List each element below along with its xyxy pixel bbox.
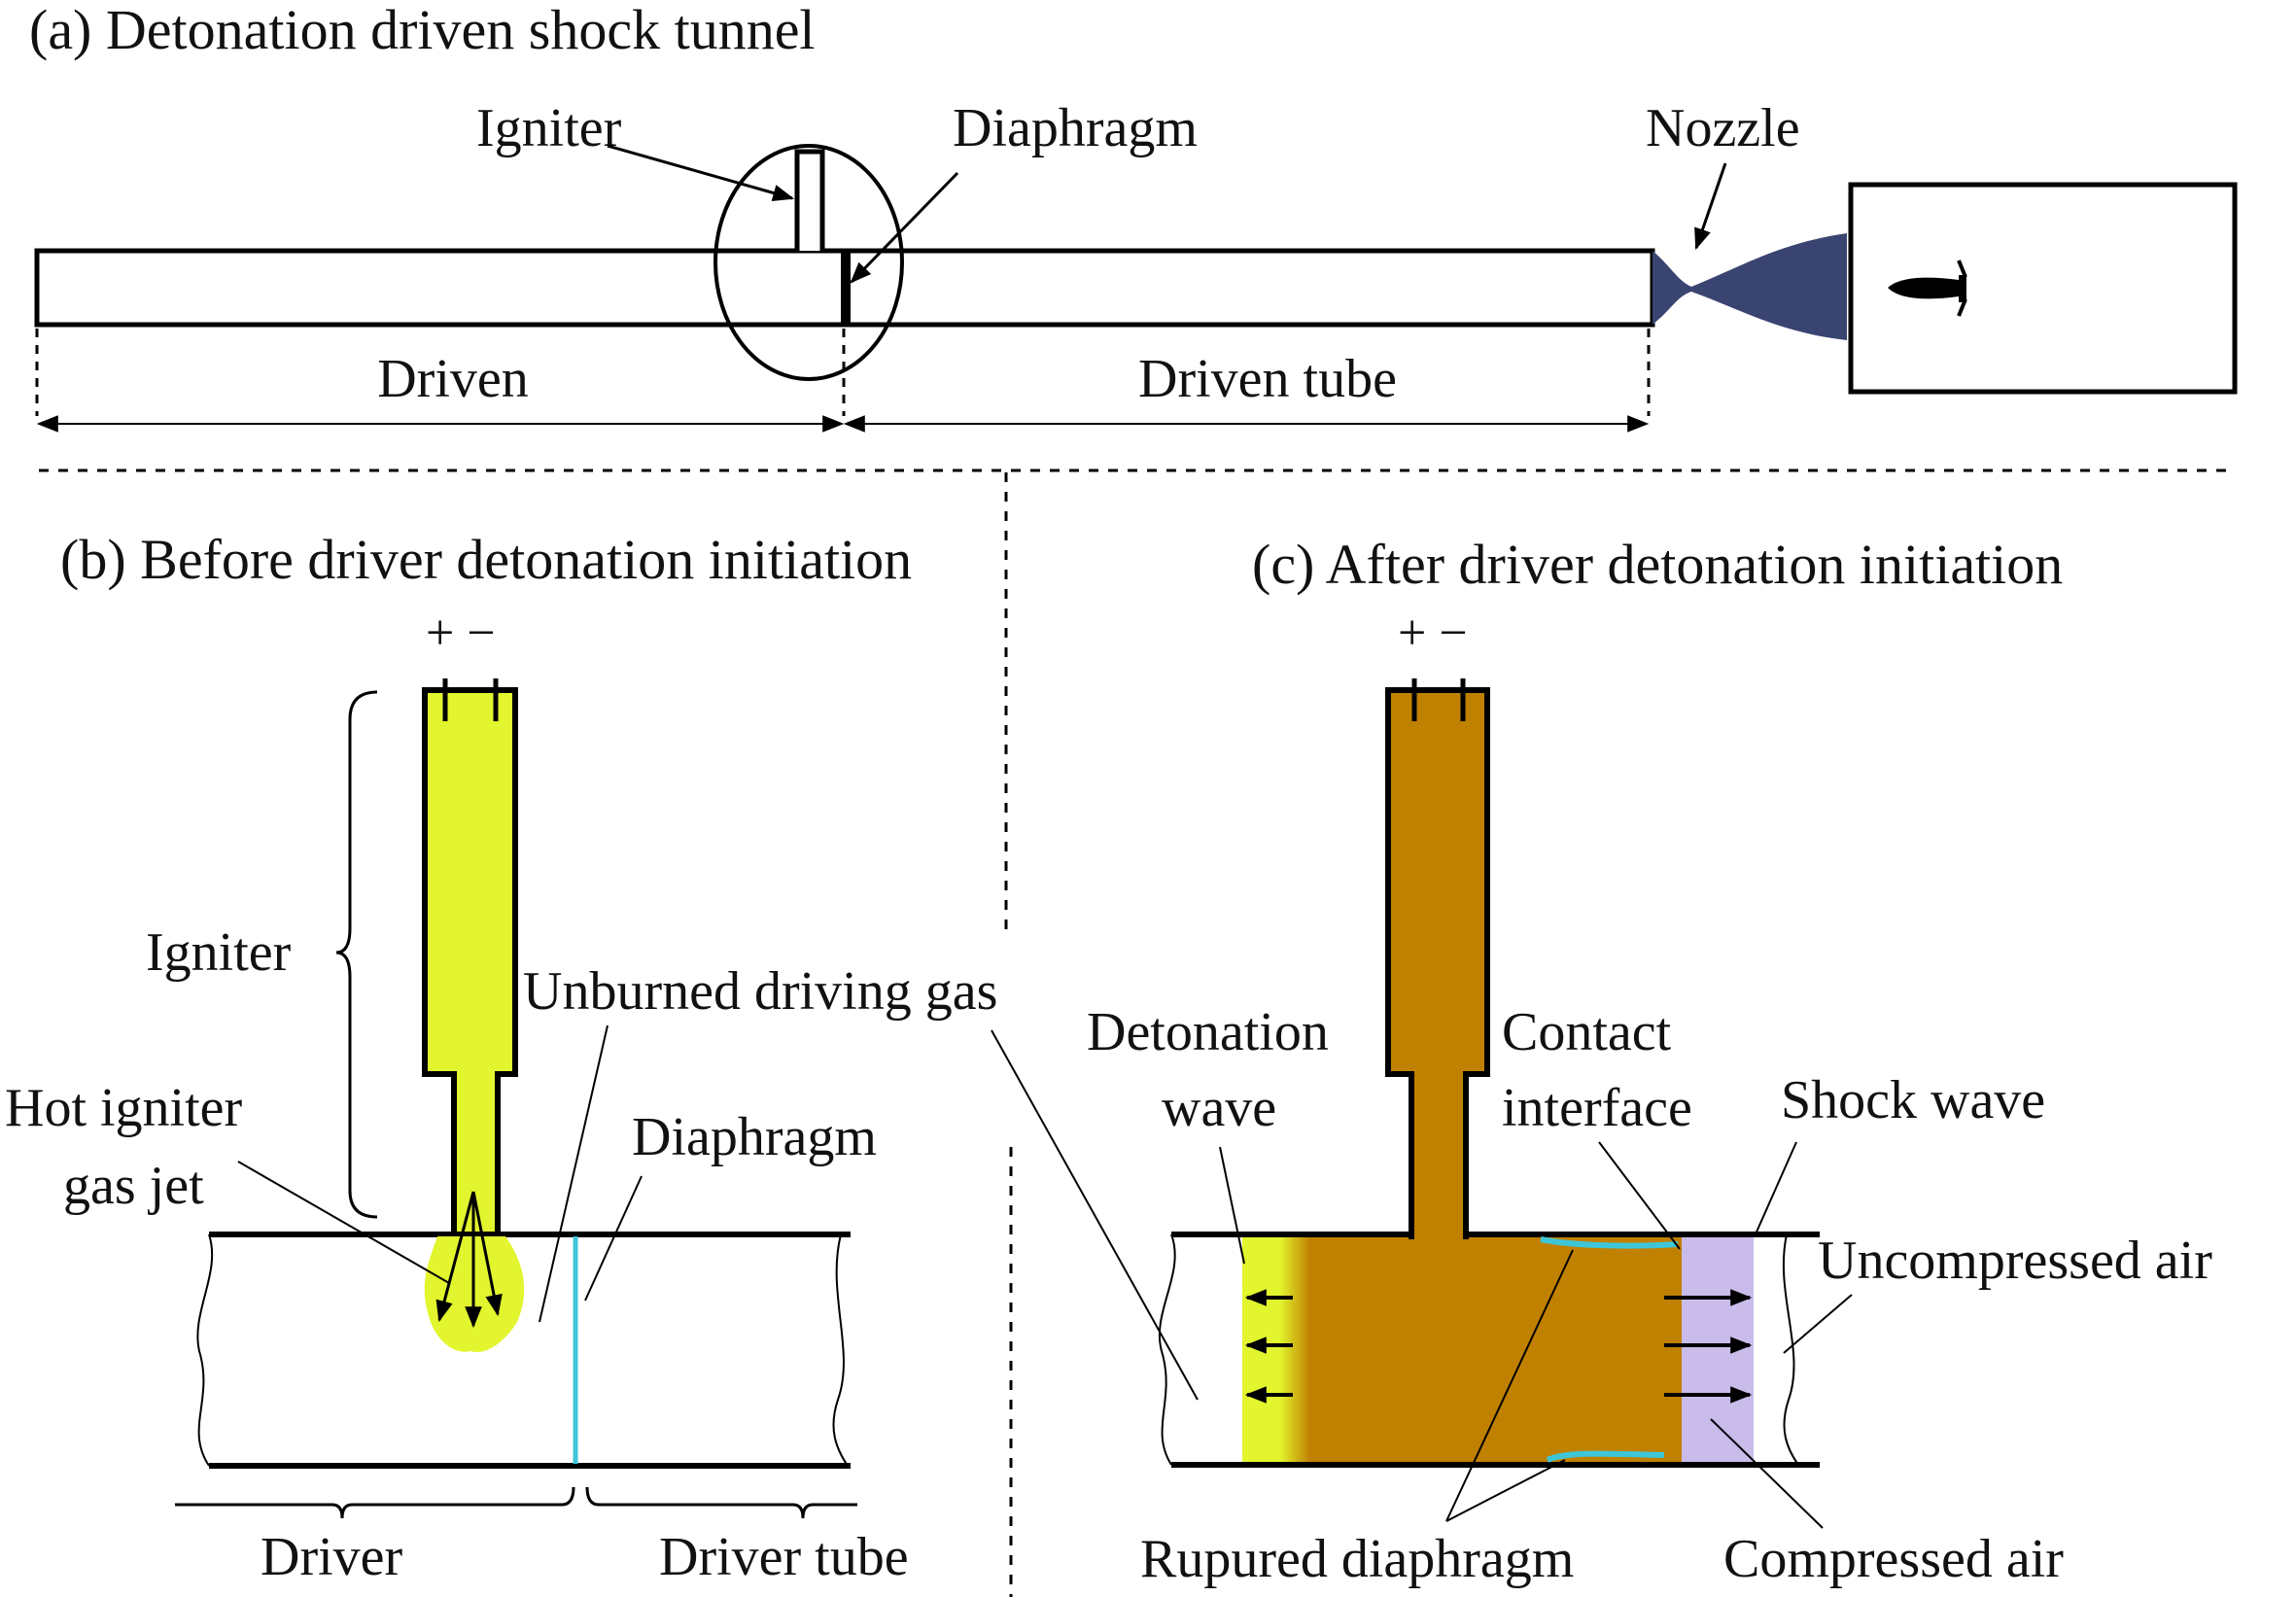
shock-wave-label: Shock wave [1781,1070,2045,1130]
ruptured-diaphragm-bottom [1546,1450,1665,1463]
driven-tube-a [843,248,1655,328]
diaphragm-pointer-b [584,1175,643,1302]
diaphragm-label-b: Diaphragm [632,1107,877,1167]
detonation-label-2: wave [1162,1078,1276,1138]
tube-break-left-c [1158,1233,1176,1466]
jet-arrow-1 [435,1191,475,1323]
tube-break-right-c [1782,1233,1799,1466]
igniter-neck-fill-c [1414,1232,1463,1242]
tube-break-right-b [832,1233,849,1467]
igniter-body-b [422,687,518,1237]
tube-break-left-b [196,1233,214,1467]
detonation-pointer [1219,1146,1245,1265]
junction-ellipse [713,144,904,381]
panel-a: (a) Detonation driven shock tunnel Ignit… [29,0,2238,433]
driven-tube-label: Driven tube [1138,349,1397,409]
compressed-pointer [1710,1418,1824,1529]
driver-tube-b [195,1234,851,1466]
hot-jet-label-2: gas jet [63,1156,204,1216]
polarity-b: + − [426,606,496,661]
nozzle-label: Nozzle [1646,98,1800,158]
ruptured-pointer-top [1445,1249,1574,1522]
panel-b: (b) Before driver detonation initiation … [5,528,997,1587]
detonation-front [1242,1236,1310,1463]
unburned-pointer-c [991,1029,1199,1401]
driver-tube-bracket [585,1486,857,1519]
model-icon [1888,260,1967,317]
panel-c-title: (c) After driver detonation initiation [1252,533,2063,596]
panel-a-title: (a) Detonation driven shock tunnel [29,0,816,61]
driver-bracket [175,1486,575,1519]
ruptured-diaphragm-top [1540,1236,1679,1249]
driven-label: Driven [377,349,529,409]
hot-jet-label-1: Hot igniter [5,1078,243,1138]
panel-c: (c) After driver detonation initiation +… [991,533,2212,1589]
unburned-label: Unburned driving gas [523,961,997,1022]
nozzle-flow [1652,233,1847,340]
polarity-c: + − [1398,606,1468,661]
uncompressed-region-left [1158,1234,1242,1463]
jet-arrow-3 [471,1191,503,1317]
driver-tube-label-b: Driver tube [659,1527,909,1587]
burned-gas-region [1308,1236,1684,1463]
panel-b-title: (b) Before driver detonation initiation [60,528,912,591]
nozzle-pointer [1694,162,1727,251]
compressed-air-region [1682,1236,1754,1463]
diaphragm-label-a: Diaphragm [953,98,1198,158]
contact-label-2: interface [1502,1078,1692,1138]
contact-pointer [1598,1141,1681,1250]
hot-jet-pointer [237,1161,450,1284]
uncompressed-pointer [1783,1294,1853,1354]
ruptured-pointer-bottom [1445,1459,1566,1522]
igniter-pointer-a [607,144,795,202]
igniter-stub-a [794,149,825,251]
uncompressed-label: Uncompressed air [1818,1231,2212,1291]
unburned-pointer [539,1024,609,1323]
shock-pointer [1754,1141,1797,1237]
detonation-label-1: Detonation [1087,1002,1329,1062]
compressed-label: Compressed air [1723,1529,2064,1589]
driver-tube-a [34,248,849,328]
contact-label-1: Contact [1502,1002,1672,1062]
diaphragm-pointer-a [850,171,959,284]
ruptured-label: Rupured diaphragm [1140,1529,1574,1589]
igniter-bracket-b [335,690,378,1219]
igniter-label-a: Igniter [476,98,622,158]
igniter-body-c [1385,687,1490,1239]
igniter-label-b: Igniter [146,922,292,983]
driver-label: Driver [261,1527,403,1587]
